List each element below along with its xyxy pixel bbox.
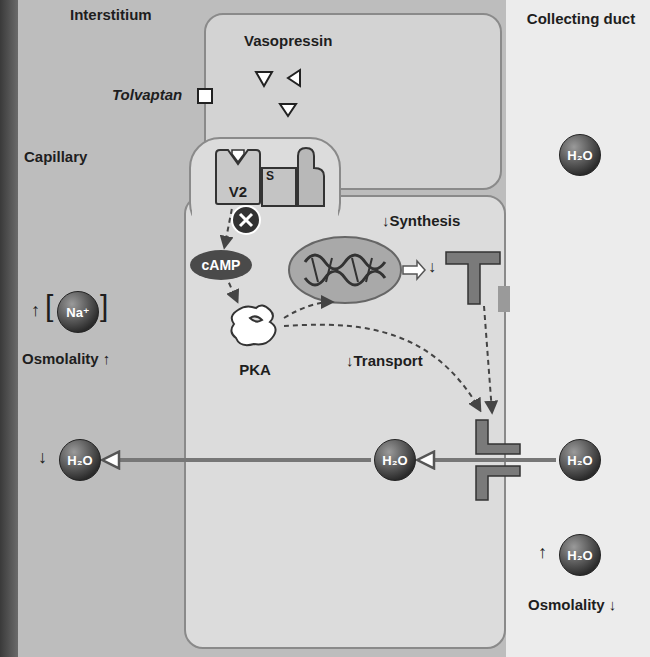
v2-receptor: V2 [214, 148, 262, 206]
aquaporin-channel [476, 420, 520, 454]
dna-helix [312, 258, 372, 282]
osmolality-label: Osmolality ↑ [22, 350, 110, 367]
node-text: Na⁺ [66, 305, 89, 320]
g-protein-subunit [298, 148, 324, 206]
subunit-label: S [266, 170, 274, 184]
effect-label: ↓Transport [346, 352, 423, 369]
bracket: ] [100, 291, 108, 321]
osmolality-label: Osmolality ↓ [528, 596, 616, 613]
flow-arrow [104, 458, 371, 462]
aquaporin-unsynthesized [446, 252, 500, 304]
decrease-arrow: ↓ [38, 447, 47, 468]
flow-arrow [229, 283, 237, 302]
hormone-label: Vasopressin [244, 32, 332, 49]
increase-arrow: ↑ [31, 300, 40, 321]
nucleus [289, 237, 401, 303]
vasopressin-triangle [280, 104, 296, 116]
pka-nucleus-arrow [284, 302, 332, 318]
insertion-arrow [484, 306, 492, 412]
dna-helix [305, 255, 385, 285]
region-label: Interstitium [70, 6, 152, 23]
aquaporin-channel [476, 466, 520, 500]
node-text: H₂O [567, 453, 592, 468]
water-molecule: H₂O [559, 534, 601, 576]
node-text: H₂O [567, 548, 592, 563]
increase-arrow: ↑ [538, 542, 547, 563]
effect-label: ↓Synthesis [382, 212, 460, 229]
flow-arrow [224, 209, 231, 247]
water-molecule: H₂O [559, 134, 601, 176]
vasopressin-triangle [288, 70, 300, 86]
pka-enzyme: PKA [226, 304, 284, 378]
water-molecule: H₂O [559, 439, 601, 481]
sodium-ion: Na⁺ [57, 291, 99, 333]
drug-label: Tolvaptan [112, 86, 182, 103]
node-text: H₂O [382, 453, 407, 468]
decrease-arrow: ↓ [428, 258, 436, 276]
node-text: cAMP [202, 257, 241, 273]
node-text: PKA [239, 361, 271, 378]
camp-ellipse: cAMP [190, 250, 252, 280]
vasopressin-triangle [256, 72, 272, 86]
water-molecule: H₂O [374, 439, 416, 481]
node-text: H₂O [567, 148, 592, 163]
pka-transport-arrow [284, 325, 480, 410]
region-label: Collecting duct [526, 10, 636, 27]
flow-arrow [419, 458, 556, 462]
node-text: H₂O [67, 453, 92, 468]
node-text: V2 [229, 183, 247, 200]
bracket: [ [45, 291, 53, 321]
synthesis-arrow [403, 261, 425, 279]
tolvaptan-square [198, 89, 212, 103]
region-label: Capillary [24, 148, 87, 165]
g-protein-subunit [262, 168, 296, 206]
water-molecule: H₂O [59, 439, 101, 481]
